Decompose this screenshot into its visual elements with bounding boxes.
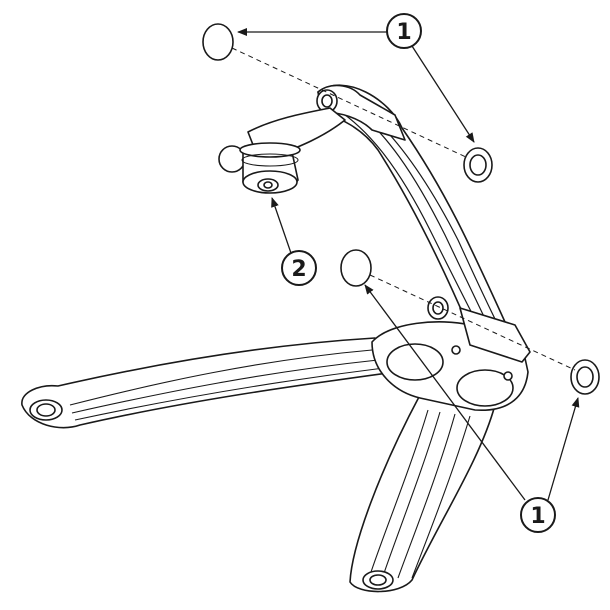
lower-base (21, 296, 531, 593)
callout-2: 2 (281, 250, 317, 286)
washer-bottom (570, 359, 600, 395)
svg-text:1: 1 (396, 20, 411, 45)
cap-bottom (340, 249, 372, 287)
callout-1-bottom: 1 (520, 497, 556, 533)
washer-top (463, 147, 493, 183)
assembly-axes (231, 47, 576, 371)
upper-arm (247, 84, 506, 331)
bushing-part (218, 142, 301, 194)
leader-lines (237, 28, 580, 501)
callout-1-top: 1 (386, 13, 422, 49)
svg-text:1: 1 (530, 504, 545, 529)
svg-text:2: 2 (291, 257, 306, 282)
cap-top (202, 23, 234, 61)
